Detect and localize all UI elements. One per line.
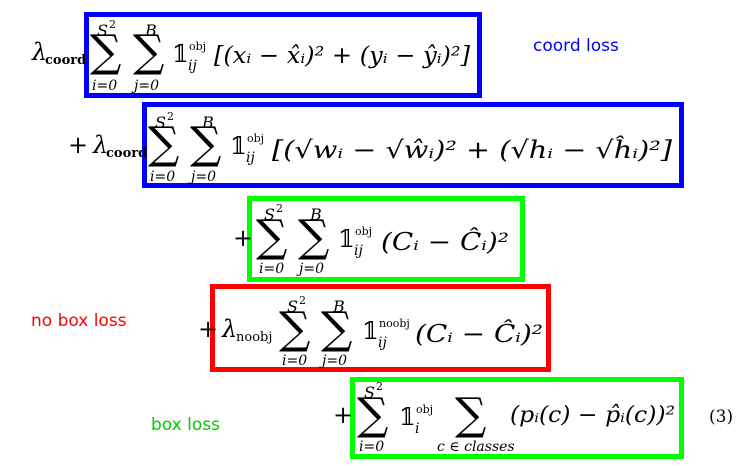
- indicator-3: 𝟙: [338, 225, 355, 253]
- indicator-5: 𝟙: [399, 403, 416, 431]
- term-coord-wh: + λ coord ∑ S 2 i=0 ∑ B j=0 𝟙 obj ij [(√…: [68, 110, 673, 185]
- sum-j-1: ∑: [133, 26, 164, 77]
- coord-loss-label: coord loss: [533, 36, 619, 56]
- coord-xy-box: [84, 12, 482, 98]
- lambda-coord-2: λ: [92, 131, 108, 159]
- sum-i-5-top: S: [364, 383, 375, 402]
- obj-conf-box: [247, 196, 525, 282]
- plus-3: +: [233, 224, 253, 252]
- sum-j-3: ∑: [298, 211, 329, 262]
- body-4: (Cᵢ − Ĉᵢ)²: [415, 319, 543, 348]
- sum-c-5-bottom: c ∈ classes: [437, 439, 515, 455]
- lambda-coord-1: λ: [31, 38, 47, 66]
- sum-i-5: ∑: [357, 389, 388, 440]
- sum-j-4: ∑: [321, 303, 352, 354]
- plus-5: +: [333, 401, 353, 429]
- noobj-conf-box: [210, 284, 551, 372]
- indicator-5-sup: obj: [416, 403, 433, 416]
- lambda-noobj-sub: noobj: [236, 330, 272, 345]
- sum-i-3-top: S: [264, 205, 275, 224]
- indicator-4-sub: ij: [378, 335, 387, 351]
- indicator-1: 𝟙: [172, 40, 189, 68]
- equation-number: (3): [709, 407, 733, 427]
- sum-j-3-bottom: j=0: [296, 261, 324, 277]
- indicator-3-sub: ij: [354, 243, 363, 259]
- indicator-4: 𝟙: [362, 317, 379, 345]
- plus-4: +: [198, 315, 218, 343]
- sum-j-1-top: B: [144, 21, 157, 40]
- sum-i-2-top: S: [155, 113, 166, 132]
- sum-i-4-top: S: [287, 297, 298, 316]
- sum-j-1-bottom: j=0: [131, 78, 159, 94]
- body-1: [(xᵢ − x̂ᵢ)² + (yᵢ − ŷᵢ)²]: [214, 43, 470, 69]
- sum-i-4: ∑: [279, 303, 310, 354]
- sum-i-2: ∑: [148, 118, 179, 169]
- sum-i-2-top-exp: 2: [167, 110, 174, 123]
- sum-j-4-bottom: j=0: [319, 353, 347, 369]
- class-box: [350, 377, 684, 459]
- indicator-5-sub: i: [415, 421, 419, 437]
- indicator-1-sub: ij: [188, 58, 197, 74]
- indicator-2: 𝟙: [230, 132, 247, 160]
- sum-i-1-top: S: [97, 21, 108, 40]
- term-class: + ∑ S 2 i=0 𝟙 obj i ∑ c ∈ classes (pᵢ(c)…: [333, 380, 675, 455]
- lambda-coord-2-sub: coord: [106, 146, 147, 161]
- sum-j-2-bottom: j=0: [188, 169, 216, 185]
- coord-wh-box: [142, 102, 684, 188]
- sum-j-4-top: B: [332, 297, 345, 316]
- sum-c-5: ∑: [455, 389, 486, 440]
- sum-i-1-top-exp: 2: [109, 18, 116, 31]
- term-noobj-conf: + λ noobj ∑ S 2 i=0 ∑ B j=0 𝟙 noobj ij (…: [198, 294, 543, 369]
- indicator-4-sup: noobj: [379, 317, 410, 330]
- sum-i-1-bottom: i=0: [92, 78, 117, 94]
- sum-j-3-top: B: [309, 205, 322, 224]
- body-3: (Cᵢ − Ĉᵢ)²: [381, 227, 509, 256]
- lambda-coord-1-sub: coord: [45, 53, 86, 68]
- term-obj-conf: + ∑ S 2 i=0 ∑ B j=0 𝟙 obj ij (Cᵢ − Ĉᵢ)²: [233, 202, 509, 277]
- sum-i-3: ∑: [256, 211, 287, 262]
- no-box-loss-label: no box loss: [31, 311, 127, 331]
- sum-i-4-top-exp: 2: [299, 294, 306, 307]
- sum-j-2-top: B: [201, 113, 214, 132]
- sum-i-5-bottom: i=0: [359, 439, 384, 455]
- indicator-2-sup: obj: [247, 132, 264, 145]
- sum-i-4-bottom: i=0: [282, 353, 307, 369]
- lambda-noobj: λ: [221, 315, 237, 343]
- sum-i-5-top-exp: 2: [376, 380, 383, 393]
- sum-i-2-bottom: i=0: [150, 169, 175, 185]
- sum-j-2: ∑: [190, 118, 221, 169]
- indicator-1-sup: obj: [189, 40, 206, 53]
- indicator-3-sup: obj: [355, 225, 372, 238]
- term-coord-xy: λ coord ∑ S 2 i=0 ∑ B j=0 𝟙 obj ij [(xᵢ …: [31, 18, 470, 94]
- body-5: (pᵢ(c) − p̂ᵢ(c))²: [510, 403, 675, 428]
- sum-i-3-bottom: i=0: [259, 261, 284, 277]
- plus-2: +: [68, 131, 88, 159]
- body-2: [(√wᵢ − √ŵᵢ)² + (√hᵢ − √ĥᵢ)²]: [272, 135, 673, 164]
- sum-i-3-top-exp: 2: [276, 202, 283, 215]
- sum-i-1: ∑: [90, 26, 121, 77]
- box-loss-label: box loss: [151, 415, 220, 435]
- indicator-2-sub: ij: [246, 150, 255, 166]
